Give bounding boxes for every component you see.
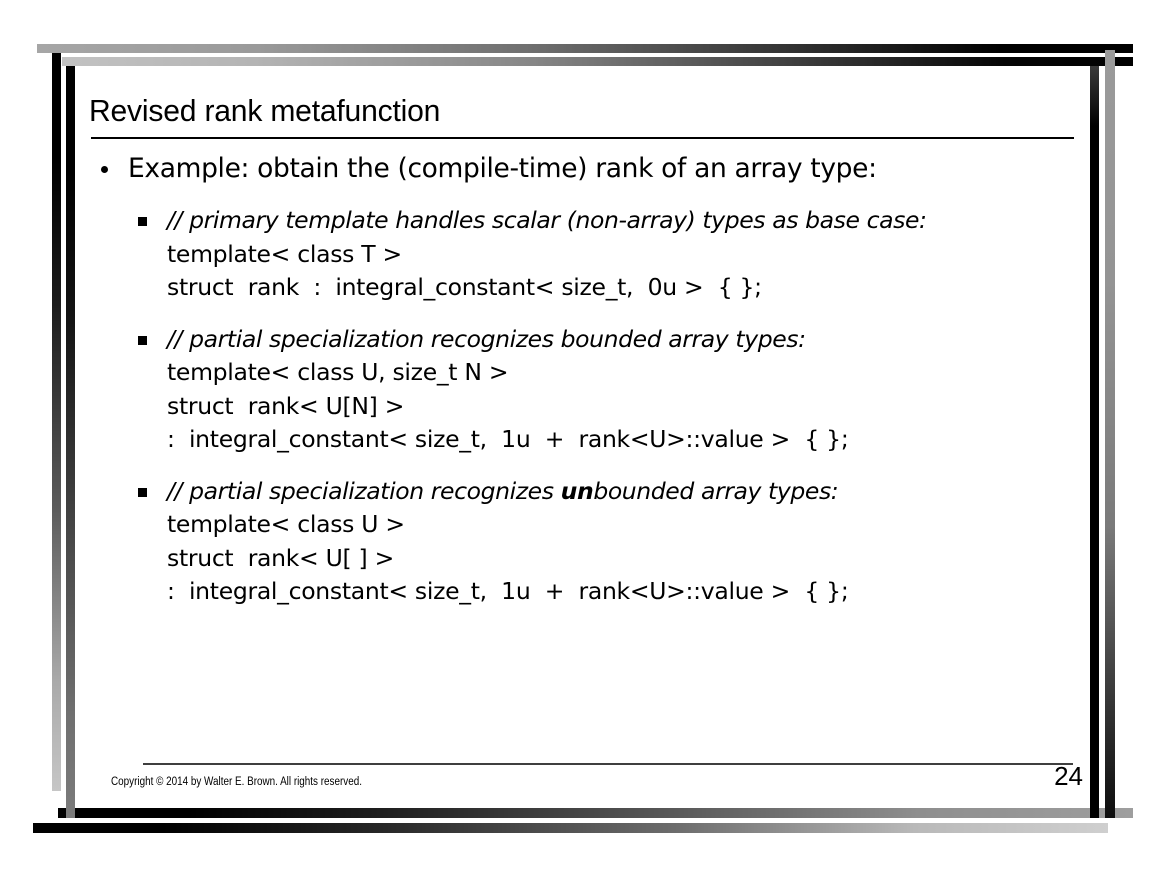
list-item: // partial specialization recognizes unb… [82,475,1077,609]
frame-bottom-bar-outer [33,823,1108,833]
copyright-notice: Copyright © 2014 by Walter E. Brown. All… [111,776,362,788]
title-underline [91,137,1074,139]
code-comment: // partial specialization recognizes bou… [167,323,1077,357]
page-number: 24 [1054,761,1083,791]
code-line: struct rank< U[ ] > [167,543,394,572]
list-item: // partial specialization recognizes bou… [82,323,1077,457]
code-line: struct rank : integral_constant< size_t,… [167,273,762,301]
code-comment: // primary template handles scalar (non-… [167,204,1077,238]
code-comment-prefix: // primary template handles scalar (non-… [167,206,927,234]
code-line: : integral_constant< size_t, 1u + rank<U… [167,577,849,605]
list-item: Example: obtain the (compile-time) rank … [82,152,1077,186]
code-comment-bold: un [560,476,594,505]
slide-body: Example: obtain the (compile-time) rank … [82,152,1077,609]
frame-bottom-bar-inner [58,808,1133,818]
square-bullet-icon [138,217,147,226]
list-item-label: Example: obtain the (compile-time) rank … [128,153,877,184]
footer-divider [143,763,1073,765]
frame-top-bar-outer [37,44,1133,53]
frame-left-bar-outer [52,53,61,791]
code-comment: // partial specialization recognizes unb… [167,475,1077,509]
frame-right-bar-outer [1105,50,1115,818]
code-line: template< class T > [167,239,402,268]
code-line: template< class U, size_t N > [167,358,509,386]
code-line: template< class U > [167,510,405,538]
square-bullet-icon [138,487,147,497]
code-line: : integral_constant< size_t, 1u + rank<U… [167,425,849,453]
page-title: Revised rank metafunction [89,93,441,128]
code-comment-prefix: // partial specialization recognizes bou… [167,324,806,353]
code-comment-prefix: // partial specialization recognizes [167,476,561,505]
frame-right-bar-inner [1090,66,1099,818]
slide-content: Revised rank metafunction Example: obtai… [82,80,1077,780]
code-comment-suffix: bounded array types: [593,476,839,505]
code-line: struct rank< U[N] > [167,391,405,420]
list-item: // primary template handles scalar (non-… [82,204,1077,305]
frame-top-bar-inner [62,57,1133,66]
round-bullet-icon [101,166,108,173]
square-bullet-icon [138,335,147,345]
frame-left-bar-inner [66,66,75,818]
